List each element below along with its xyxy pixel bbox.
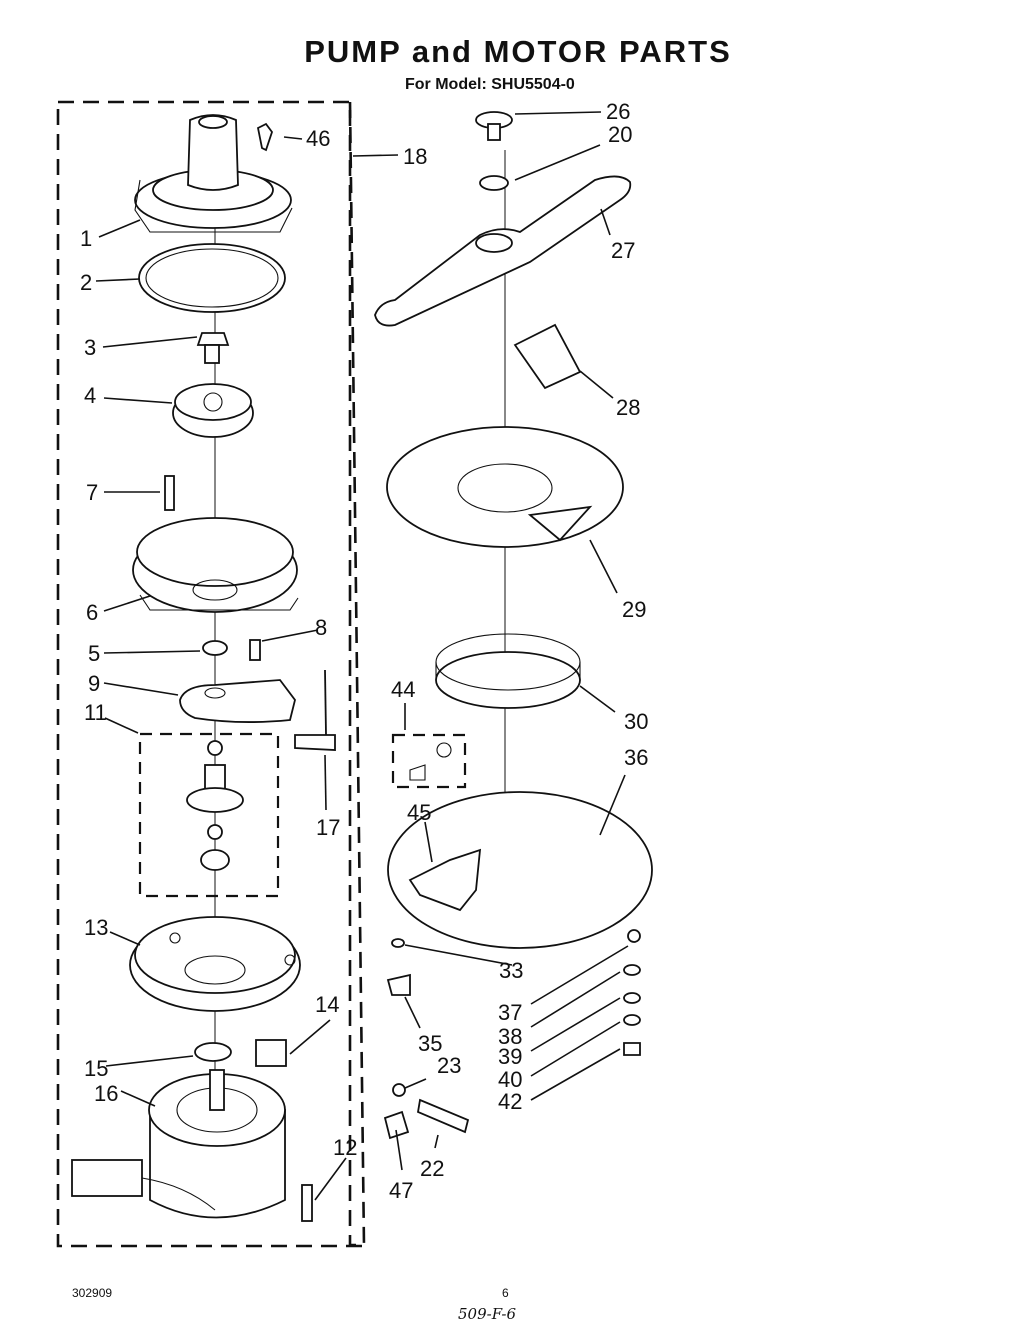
page-title: PUMP and MOTOR PARTS <box>304 34 732 69</box>
motor-subassembly-outline <box>138 732 280 898</box>
callout-4: 4 <box>84 383 96 408</box>
callout-12: 12 <box>333 1135 357 1160</box>
washer-part-5 <box>202 640 228 656</box>
callout-9: 9 <box>88 671 100 696</box>
hardware-stack <box>623 929 641 1056</box>
callout-39: 39 <box>498 1044 522 1069</box>
callout-15: 15 <box>84 1056 108 1081</box>
brush-part <box>255 1039 287 1067</box>
callout-26: 26 <box>606 99 630 124</box>
callout-23: 23 <box>437 1053 461 1078</box>
pump-assembly-outline-right <box>348 101 366 1247</box>
callout-38: 38 <box>498 1024 522 1049</box>
kit-outline-44 <box>391 733 467 789</box>
callout-40: 40 <box>498 1067 522 1092</box>
callout-5: 5 <box>88 641 100 666</box>
impeller-part <box>172 383 254 438</box>
callout-45: 45 <box>407 800 431 825</box>
washer-part-20 <box>479 175 509 191</box>
callout-22: 22 <box>420 1156 444 1181</box>
cap-part <box>475 111 513 141</box>
clip-part <box>256 122 274 152</box>
bracket-part <box>408 848 482 912</box>
callout-1: 1 <box>80 226 92 251</box>
callout-16: 16 <box>94 1081 118 1106</box>
callout-2: 2 <box>80 270 92 295</box>
callout-14: 14 <box>315 992 339 1017</box>
callout-18: 18 <box>403 144 427 169</box>
callout-33: 33 <box>499 958 523 983</box>
float-switch-part <box>294 669 336 751</box>
callout-37: 37 <box>498 1000 522 1025</box>
callout-35: 35 <box>418 1031 442 1056</box>
callout-20: 20 <box>608 122 632 147</box>
pump-cover-part <box>134 114 293 233</box>
callout-13: 13 <box>84 915 108 940</box>
sensor-part <box>416 1098 470 1134</box>
callout-3: 3 <box>84 335 96 360</box>
callout-27: 27 <box>611 238 635 263</box>
callout-8: 8 <box>315 615 327 640</box>
callout-30: 30 <box>624 709 648 734</box>
mounting-plate-part <box>179 679 296 723</box>
callout-17: 17 <box>316 815 340 840</box>
washer-part-15 <box>194 1042 232 1062</box>
callout-7: 7 <box>86 480 98 505</box>
screw-part-8 <box>249 639 261 661</box>
callout-11: 11 <box>84 700 107 725</box>
heater-ring-part <box>387 791 653 949</box>
ball-part <box>392 1083 406 1097</box>
o-ring-part <box>138 243 286 313</box>
page-number: 6 <box>502 1286 509 1300</box>
pump-housing-part <box>132 517 299 613</box>
callout-47: 47 <box>389 1178 413 1203</box>
callout-36: 36 <box>624 745 648 770</box>
impeller-nut-part <box>196 332 230 364</box>
callout-46: 46 <box>306 126 330 151</box>
model-subtitle: For Model: SHU5504-0 <box>405 76 575 93</box>
clip-part-47 <box>383 1110 410 1140</box>
diagram-code: 302909 <box>72 1286 113 1300</box>
motor-part <box>71 1069 286 1219</box>
callout-29: 29 <box>622 597 646 622</box>
filter-ring-part <box>435 633 581 709</box>
motor-end-bell-part <box>129 916 301 1012</box>
screw-part <box>164 475 175 511</box>
screw-part-12 <box>301 1184 313 1222</box>
handwritten-note: 509-F-6 <box>458 1305 517 1323</box>
callout-42: 42 <box>498 1089 522 1114</box>
pump-assembly-outline <box>56 100 365 1248</box>
deflector-part <box>513 323 582 390</box>
callout-6: 6 <box>86 600 98 625</box>
motor-rotor-part <box>186 740 244 871</box>
callout-28: 28 <box>616 395 640 420</box>
filter-screen-part <box>386 426 624 548</box>
clip-part-35 <box>386 973 411 996</box>
callout-44: 44 <box>391 677 415 702</box>
